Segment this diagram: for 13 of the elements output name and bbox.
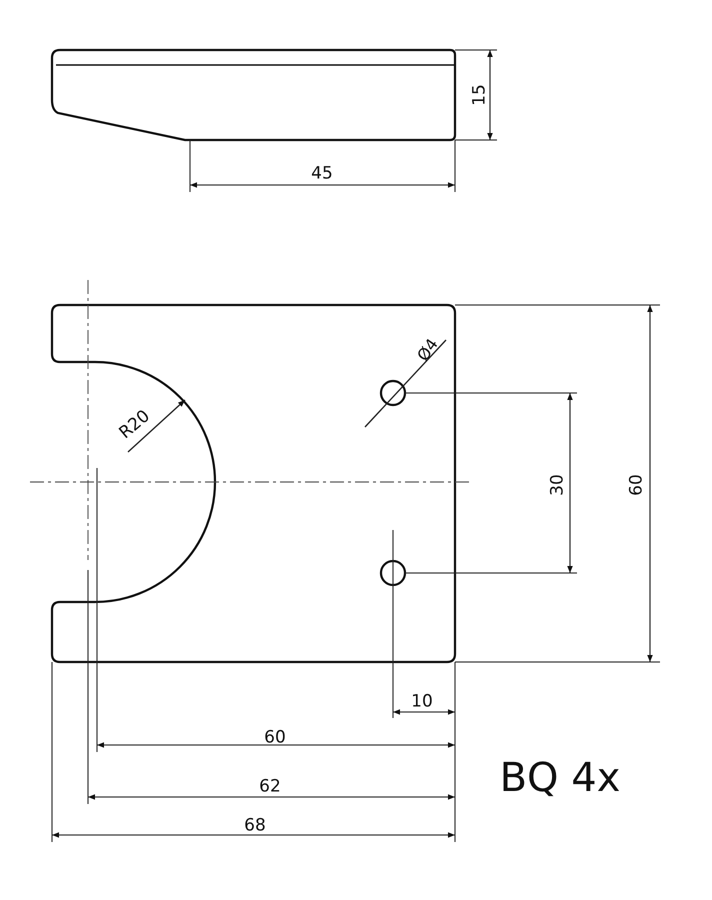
dimension-label: 15 <box>472 84 488 106</box>
dimension-label: 60 <box>628 474 646 496</box>
leader-line <box>364 340 446 428</box>
dimension-label: 62 <box>259 778 281 796</box>
leader-line <box>128 400 186 452</box>
dimension-label: R20 <box>116 408 154 442</box>
dimension-label: 68 <box>244 818 266 834</box>
dimension-label: Ø4 <box>414 336 442 364</box>
dimension-label: 30 <box>550 474 566 496</box>
dimension-label: 10 <box>411 694 433 710</box>
dimension-label: 60 <box>264 730 286 746</box>
dimension-label: 45 <box>311 166 333 182</box>
part-note: BQ 4x <box>500 758 620 798</box>
